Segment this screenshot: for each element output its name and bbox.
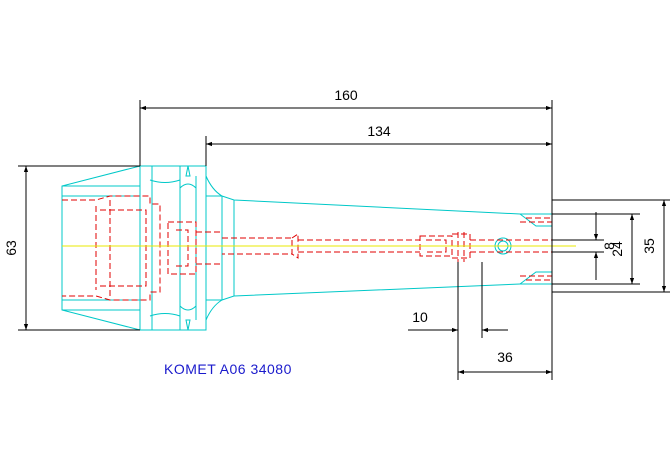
dim-label-10: 10 bbox=[412, 309, 428, 325]
dim-label-35: 35 bbox=[641, 238, 657, 254]
dim-label-24: 24 bbox=[609, 241, 625, 257]
flange-outline bbox=[139, 165, 181, 331]
dimension-lines bbox=[18, 100, 670, 380]
dim-label-8: 8 bbox=[601, 242, 617, 250]
dim-label-63: 63 bbox=[3, 240, 19, 256]
dim-label-36: 36 bbox=[497, 349, 513, 365]
v-groove-outline bbox=[180, 165, 207, 331]
taper-shank-outline bbox=[61, 165, 141, 331]
dim-label-134: 134 bbox=[367, 123, 391, 139]
dim-label-160: 160 bbox=[334, 87, 358, 103]
extension-outline bbox=[221, 195, 553, 301]
tool-outline bbox=[61, 165, 553, 331]
tool-caption: KOMET A06 34080 bbox=[164, 361, 292, 377]
